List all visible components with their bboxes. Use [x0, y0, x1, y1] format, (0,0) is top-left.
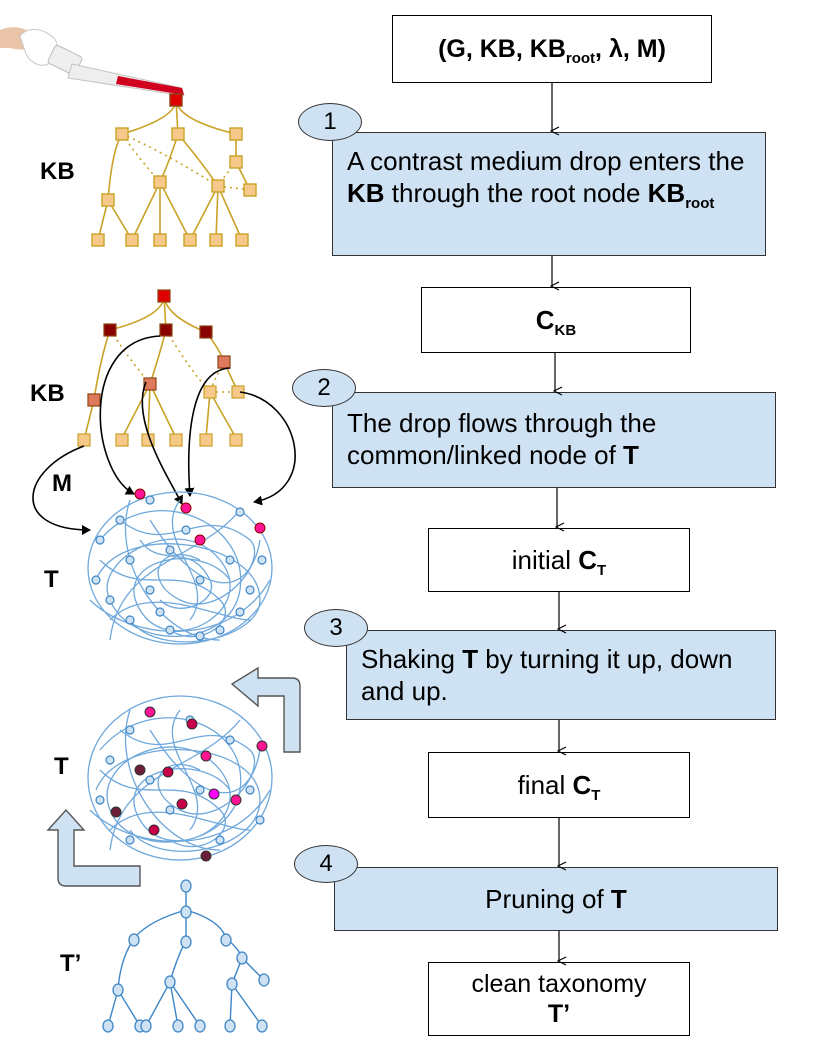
shake-arrow-up-icon: [230, 666, 301, 753]
clean-taxonomy-label: clean taxonomy: [471, 970, 647, 998]
step-4-badge: 4: [294, 845, 358, 883]
kb-label-middle: KB: [30, 380, 65, 407]
g-symbol: G: [446, 35, 466, 63]
kb-label-top: KB: [40, 158, 75, 185]
lambda-symbol: λ: [608, 35, 623, 63]
step-1-badge: 1: [298, 103, 362, 141]
dropper-icon: [0, 27, 185, 97]
network-t-middle-nodes: [95, 715, 265, 845]
pruned-tree-nodes: [102, 879, 270, 1033]
t-prime-label: T’: [547, 1000, 571, 1028]
network-t-top-nodes: [91, 495, 267, 641]
c-kb-box: CKB: [421, 287, 691, 353]
step-1-box: A contrast medium drop enters the KB thr…: [332, 132, 766, 256]
network-t-middle-marked: [110, 706, 268, 862]
t-label-top: T: [44, 566, 59, 593]
shake-arrow-down-icon: [46, 808, 141, 887]
clean-taxonomy-box: clean taxonomy T’: [428, 962, 690, 1036]
step-3-box: Shaking T by turning it up, down and up.: [346, 630, 776, 720]
initial-ct-box: initial CT: [428, 528, 690, 592]
kb-tree-top: [97, 99, 251, 241]
m-symbol: M: [636, 35, 658, 63]
kb-root-symbol: KBroot: [529, 35, 596, 67]
m-label: M: [52, 470, 72, 497]
step-3-badge: 3: [304, 609, 368, 647]
step-2-box: The drop flows through the common/linked…: [332, 392, 776, 488]
kb-symbol: KB: [479, 35, 516, 63]
input-box: (G, KB, KBroot, λ, M): [392, 15, 712, 83]
kb-tree-top-nodes: [91, 93, 257, 247]
t-label-middle: T: [54, 753, 69, 780]
network-t-top-marked: [134, 488, 266, 546]
step-4-box: Pruning of T: [334, 867, 778, 931]
mapping-arrows: [32, 335, 296, 535]
kb-tree-middle: [83, 295, 239, 441]
t-prime-side-label: T’: [60, 950, 82, 977]
final-ct-box: final CT: [428, 752, 690, 818]
step-2-badge: 2: [292, 369, 356, 407]
network-t-top: [87, 491, 273, 645]
kb-tree-middle-nodes: [77, 289, 245, 447]
network-t-middle: [87, 695, 273, 861]
